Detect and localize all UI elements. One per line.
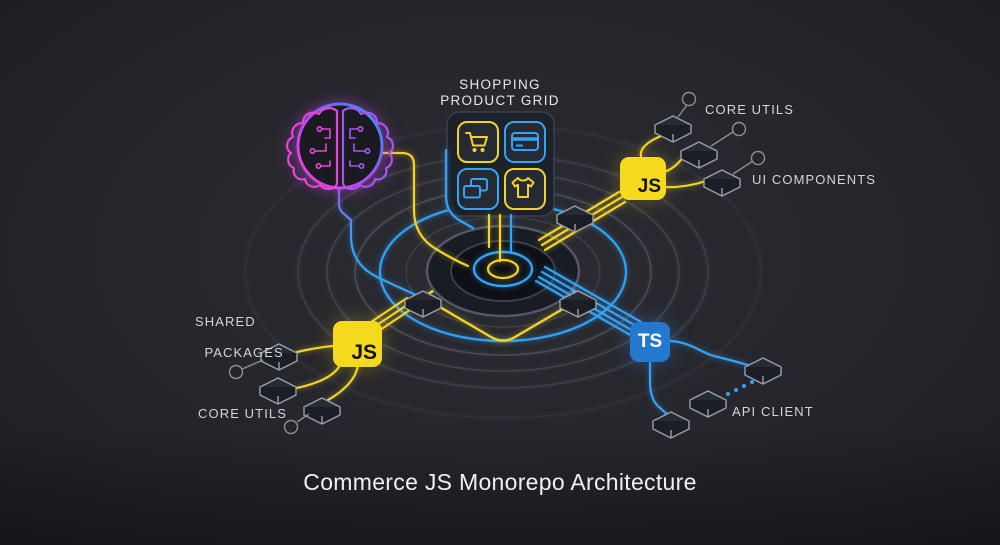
label-core-utils-top-right: CORE UTILS bbox=[705, 102, 795, 117]
diagram-title: Commerce JS Monorepo Architecture bbox=[303, 469, 697, 495]
card-tile bbox=[504, 121, 546, 163]
cart-tile bbox=[457, 121, 499, 163]
shopping-panel-label: SHOPPING PRODUCT GRID bbox=[400, 77, 600, 109]
shopping-panel-label-line1: SHOPPING bbox=[459, 77, 541, 92]
hub-ring-blue bbox=[472, 250, 534, 288]
chip-icon bbox=[654, 115, 692, 143]
bottom-right-chip-cluster bbox=[652, 357, 782, 439]
shopping-panel-label-line2: PRODUCT GRID bbox=[440, 93, 560, 108]
pin-icon bbox=[731, 121, 747, 137]
label-ui-components: UI COMPONENTS bbox=[752, 172, 877, 187]
chip-icon bbox=[259, 377, 297, 405]
chip-icon bbox=[404, 290, 442, 318]
chip-icon bbox=[703, 169, 741, 197]
chip-icon bbox=[744, 357, 782, 385]
chip-icon bbox=[652, 411, 690, 439]
orbit-ring-inner bbox=[405, 216, 601, 328]
top-right-chip-cluster bbox=[654, 91, 766, 197]
label-api-client: API CLIENT bbox=[732, 404, 814, 419]
brain-wire bbox=[337, 183, 420, 298]
yellow-wires bbox=[295, 134, 708, 402]
dotted-link bbox=[726, 380, 754, 396]
brain-circuit-icon bbox=[286, 102, 394, 191]
js-badge-top-right: JS bbox=[620, 157, 666, 200]
pin-icon bbox=[681, 91, 697, 107]
chip-icon bbox=[303, 397, 341, 425]
credit-card-icon bbox=[511, 132, 539, 151]
label-core-utils-bottom-left: CORE UTILS bbox=[198, 406, 288, 421]
pin-icon bbox=[228, 364, 244, 380]
label-shared-packages-line1: SHARED bbox=[195, 314, 256, 329]
pin-icon bbox=[750, 150, 766, 166]
t-shirt-icon bbox=[511, 177, 535, 198]
label-shared-packages: SHARED PACKAGES bbox=[195, 314, 284, 361]
chip-icon bbox=[689, 390, 727, 418]
hub-ring-yellow bbox=[486, 258, 520, 280]
layers-icon bbox=[463, 178, 488, 199]
shopping-cart-icon bbox=[465, 132, 488, 152]
shopping-panel bbox=[446, 111, 555, 217]
js-badge-bottom-left: JS bbox=[333, 321, 382, 367]
layers-tile bbox=[457, 168, 499, 210]
shirt-tile bbox=[504, 168, 546, 210]
ts-badge: TS bbox=[630, 322, 670, 362]
bottom-left-chip-cluster bbox=[228, 343, 341, 435]
hub-torus bbox=[425, 224, 581, 318]
pin-icon bbox=[283, 419, 299, 435]
label-shared-packages-line2: PACKAGES bbox=[204, 345, 284, 360]
